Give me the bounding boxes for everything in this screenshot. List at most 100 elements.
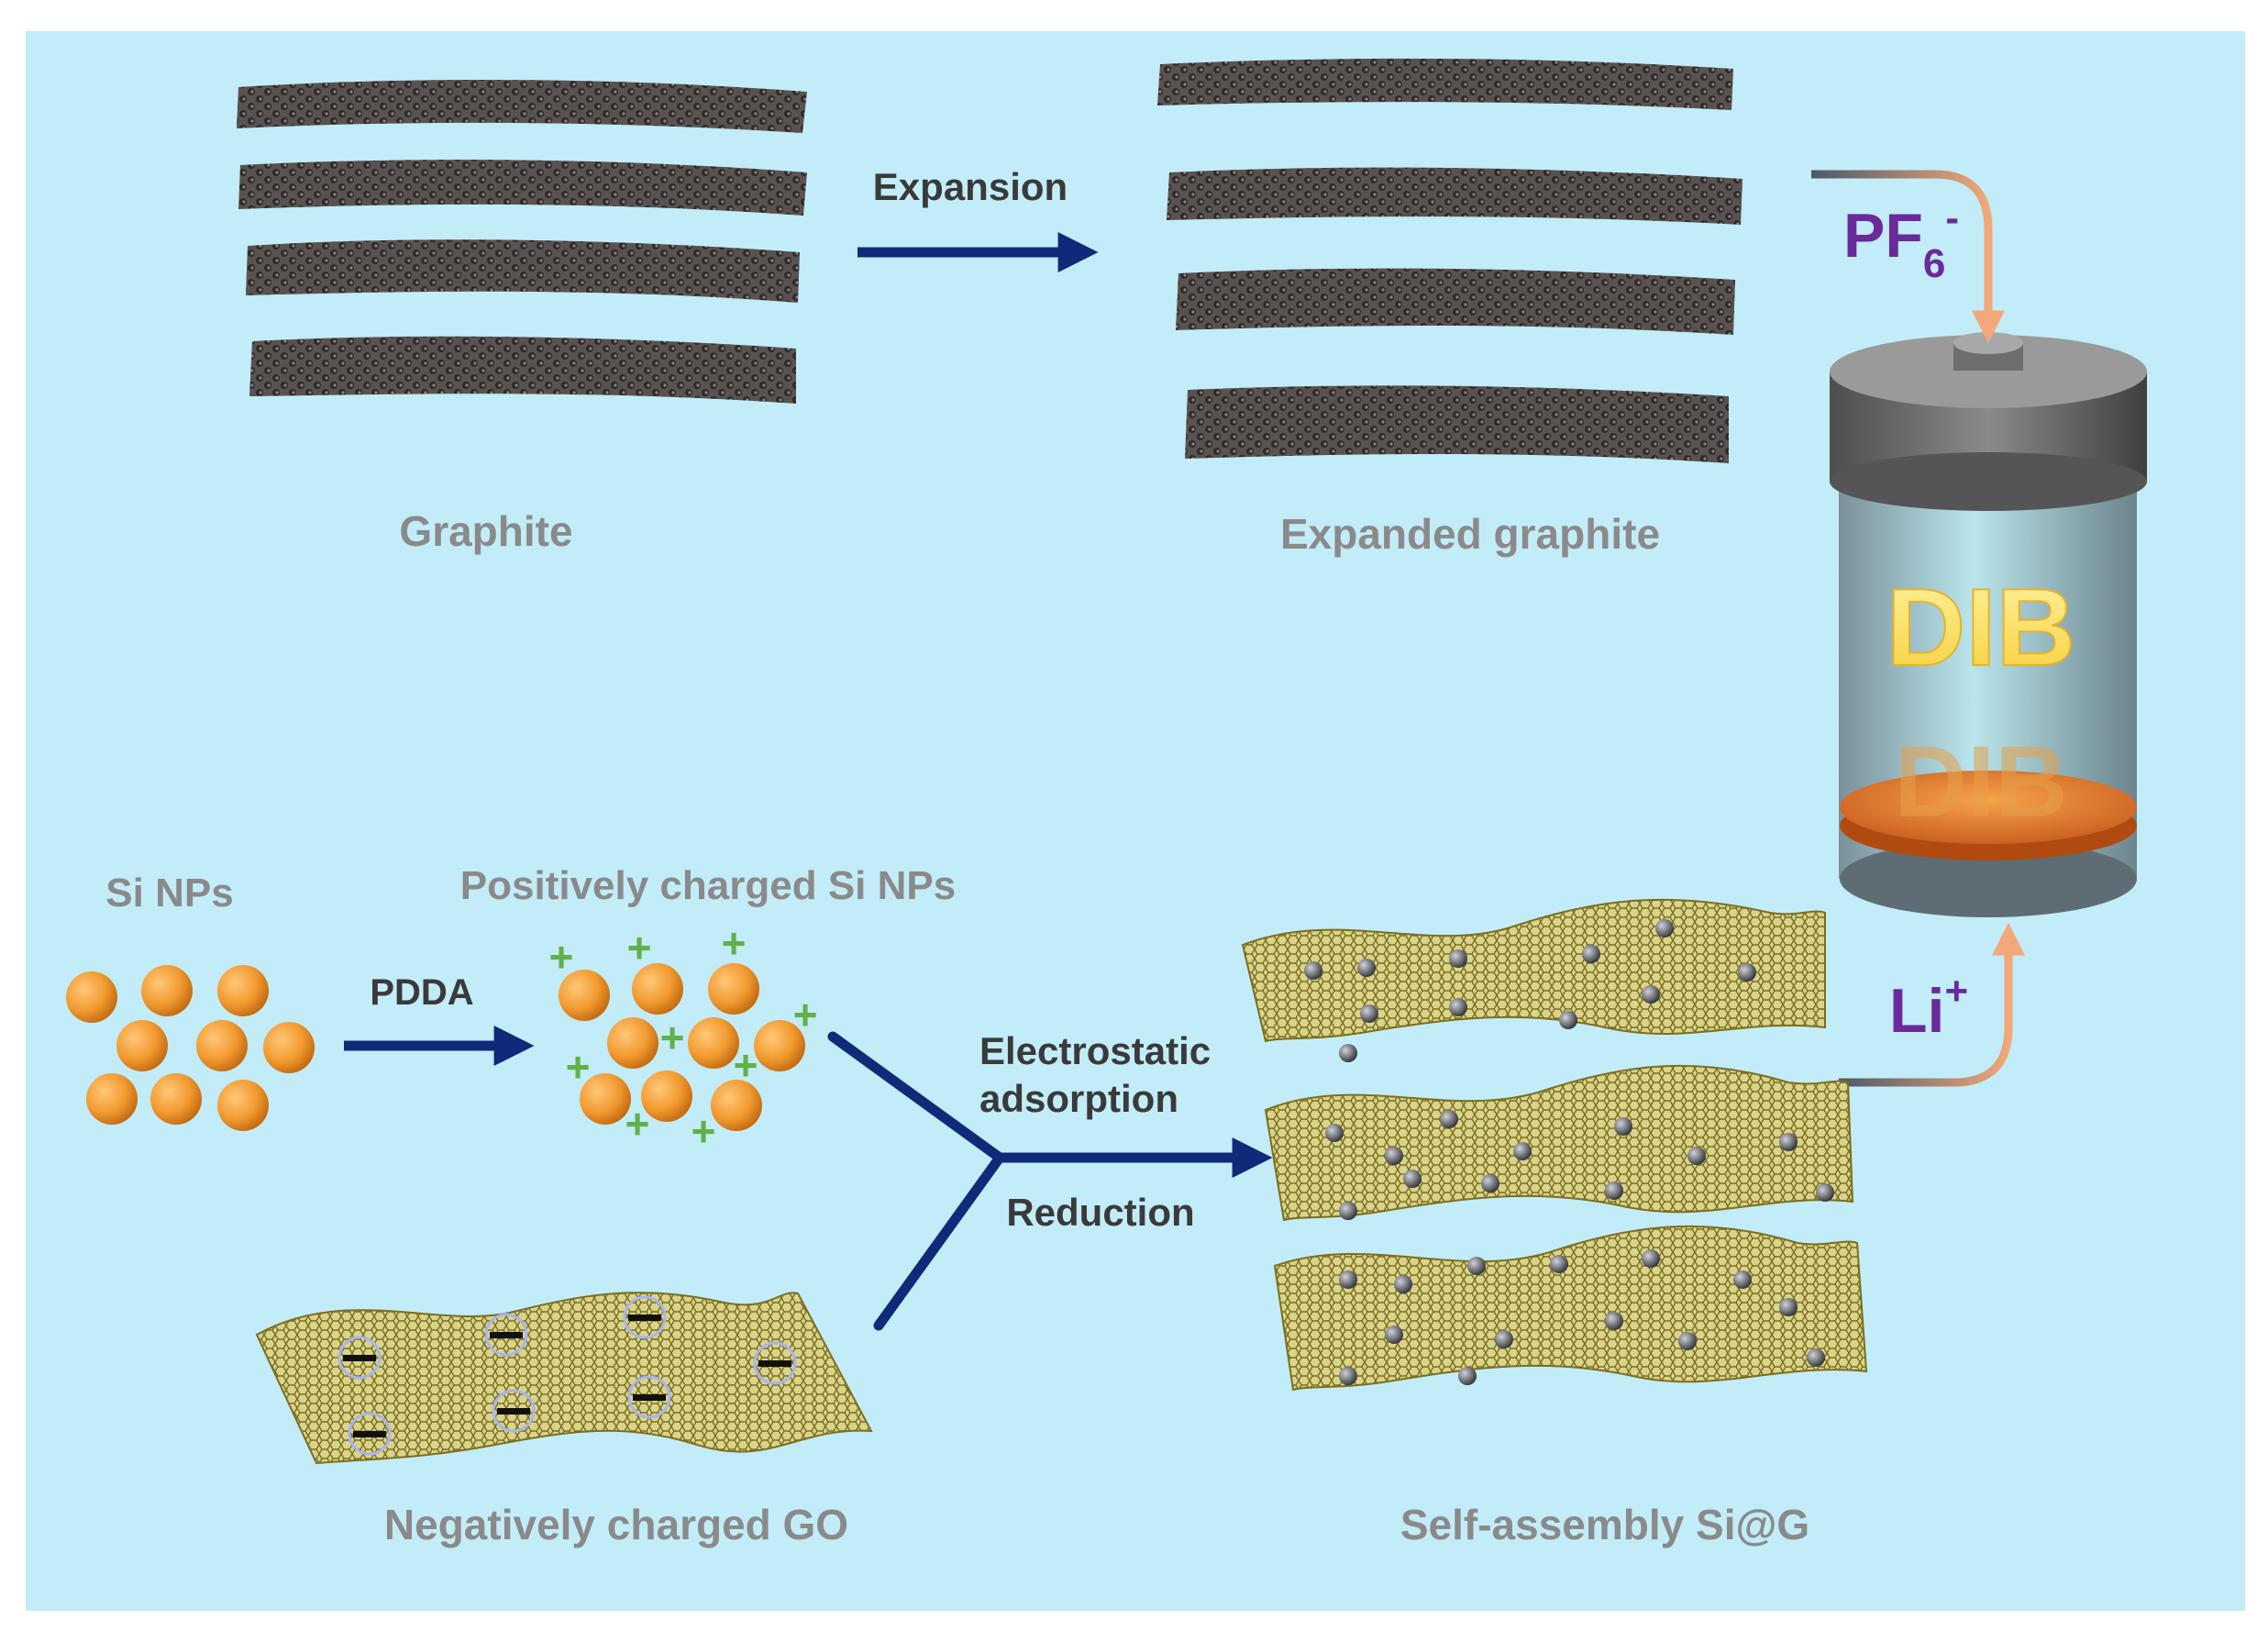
si-particle — [66, 971, 117, 1023]
si-nanoparticle-dot — [1513, 1142, 1532, 1160]
si-nanoparticle-dot — [1304, 961, 1322, 980]
convergence-line-lower — [873, 1152, 1005, 1331]
go-mesh — [255, 1292, 873, 1465]
si-nanoparticle-dot — [1614, 1117, 1632, 1136]
si-nanoparticle-dot — [1687, 1147, 1706, 1165]
dib-reflection: DIB — [1894, 726, 2067, 838]
si-particle — [263, 1022, 315, 1073]
plus-sign: + — [734, 1041, 758, 1089]
si-nanoparticle-dot — [1550, 1255, 1568, 1273]
si-particle — [150, 1073, 202, 1125]
battery-cap-rim — [1830, 452, 2147, 511]
si-nanoparticle-dot — [1495, 1330, 1513, 1348]
plus-sign: + — [722, 919, 747, 967]
positive-particle — [754, 1020, 805, 1071]
negative-charge-ring — [623, 1295, 667, 1339]
si-nanoparticle-dot — [1467, 1257, 1486, 1275]
plus-sign: + — [625, 1100, 650, 1148]
graphite-layer — [1185, 385, 1729, 463]
convergence-line-upper — [827, 1031, 1005, 1163]
battery-top — [1830, 335, 2147, 408]
si-nanoparticle-dot — [1339, 1202, 1357, 1220]
cation-label: Li+ — [1889, 969, 1968, 1046]
si-particle — [196, 1020, 248, 1071]
battery-bottom — [1840, 840, 2137, 917]
si-nanoparticle-dot — [1642, 985, 1660, 1004]
electrolyte-layer — [1840, 771, 2137, 844]
si-nanoparticle-dot — [1339, 1044, 1357, 1062]
si-particle — [116, 1020, 168, 1071]
negative-charge — [628, 1315, 661, 1321]
negatively-charged-go-label: Negatively charged GO — [384, 1501, 848, 1548]
si-nanoparticle-dot — [1385, 1147, 1403, 1165]
si-dot-group — [1304, 919, 1834, 1385]
plus-sign: + — [691, 1107, 716, 1155]
si-nanoparticle-dot — [1738, 963, 1756, 982]
sige-sheet — [1273, 1225, 1868, 1392]
si-particle — [217, 1080, 269, 1131]
si-particle — [217, 965, 269, 1016]
si-nanoparticle-dot — [1605, 1182, 1623, 1200]
negative-charge — [490, 1332, 523, 1338]
si-nanoparticle-dot — [1449, 949, 1467, 968]
si-nanoparticle-dot — [1360, 1004, 1378, 1023]
si-nanoparticle-dot — [1458, 1367, 1477, 1385]
positive-particle — [641, 1071, 692, 1122]
sige-sheet — [1241, 898, 1826, 1043]
si-nanoparticle-dot — [1582, 945, 1600, 963]
graphite-layer — [1157, 58, 1733, 110]
dib-battery: DIB DIB — [1830, 332, 2147, 917]
si-nanoparticle-dot — [1403, 1170, 1422, 1188]
positive-particle — [559, 970, 610, 1021]
positive-particle — [580, 1073, 631, 1125]
si-nanoparticle-dot — [1605, 1312, 1623, 1330]
graphite-stack — [237, 79, 807, 404]
si-nanoparticle-dot — [1655, 919, 1674, 937]
negative-charge-ring — [337, 1336, 382, 1380]
self-assembly-label: Self-assembly Si@G — [1400, 1501, 1809, 1548]
si-nanoparticle-dot — [1339, 1367, 1357, 1385]
anion-label: PF6- — [1843, 195, 1959, 286]
positive-particle — [708, 963, 759, 1015]
graphite-layer — [246, 239, 800, 303]
si-nanoparticle-dot — [1733, 1270, 1752, 1289]
plus-sign: + — [549, 933, 574, 981]
negative-charge — [343, 1355, 376, 1361]
si-particle — [141, 965, 193, 1016]
cation-arrow — [1839, 922, 2025, 1087]
negative-charge-ring — [348, 1412, 392, 1456]
negative-charge — [633, 1394, 666, 1401]
si-nanoparticle-dot — [1779, 1133, 1798, 1151]
si-particle-group — [66, 965, 315, 1131]
si-at-g-sheets — [1241, 898, 1868, 1392]
positive-particle — [607, 1017, 658, 1069]
si-nanoparticle-dot — [1807, 1348, 1825, 1367]
dib-label: DIB — [1886, 566, 2076, 689]
si-nanoparticle-dot — [1779, 1298, 1798, 1316]
plus-sign: + — [660, 1014, 685, 1061]
negative-charge-ring — [492, 1389, 536, 1433]
graphite-label: Graphite — [399, 507, 572, 555]
positive-particle — [688, 1017, 739, 1069]
plus-sign: + — [793, 991, 818, 1038]
expansion-label: Expansion — [873, 165, 1068, 208]
battery-terminal-top — [1953, 332, 2023, 354]
positively-charged-label: Positively charged Si NPs — [460, 863, 956, 908]
si-particle — [86, 1073, 138, 1125]
expanded-graphite-stack — [1157, 58, 1742, 463]
expanded-graphite-label: Expanded graphite — [1280, 510, 1660, 558]
si-nanoparticle-dot — [1339, 1270, 1357, 1289]
graphite-layer — [1176, 268, 1735, 335]
negative-charge-ring — [627, 1375, 671, 1419]
si-nanoparticle-dot — [1385, 1326, 1403, 1344]
electrostatic-label-line1: Electrostatic — [979, 1029, 1211, 1072]
si-nanoparticle-dot — [1678, 1332, 1697, 1350]
si-nps-label: Si NPs — [105, 871, 233, 915]
plus-sign: + — [566, 1043, 591, 1091]
reduction-label: Reduction — [1006, 1191, 1194, 1234]
negative-charge-ring — [484, 1313, 528, 1357]
negative-charge — [497, 1408, 530, 1415]
si-nanoparticle-dot — [1559, 1011, 1577, 1029]
negative-charge-ring — [753, 1341, 797, 1385]
